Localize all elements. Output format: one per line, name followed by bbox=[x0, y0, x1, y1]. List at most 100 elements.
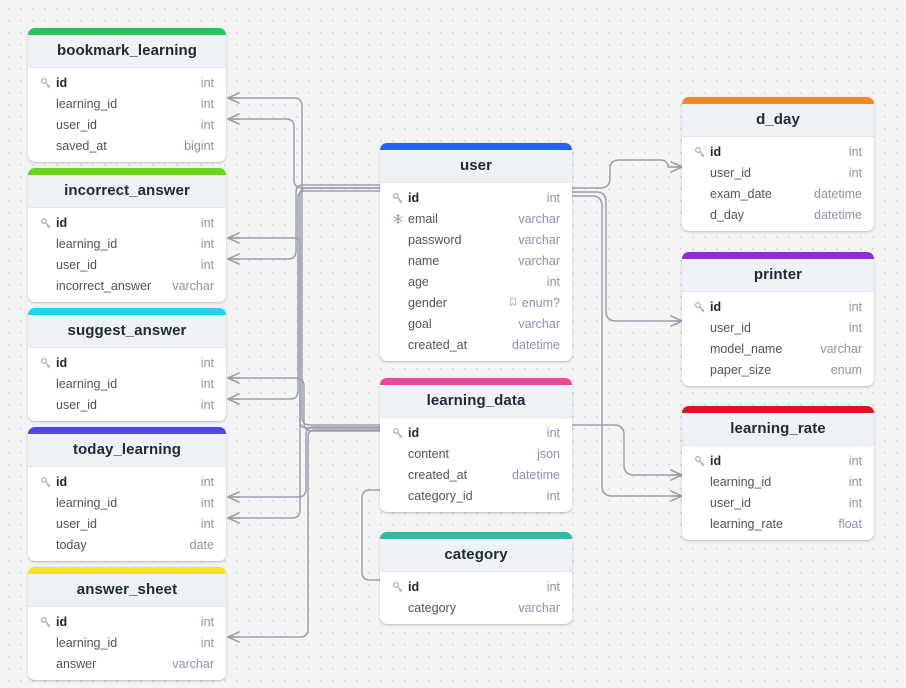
column-icon-none bbox=[391, 254, 404, 267]
table-title[interactable]: incorrect_answer bbox=[28, 175, 226, 208]
column-name: learning_id bbox=[710, 474, 772, 489]
table-accent-bar bbox=[682, 97, 874, 104]
column-type-wrap: datetime bbox=[512, 468, 560, 482]
column-icon-none bbox=[693, 166, 706, 179]
column-icon-none bbox=[39, 496, 52, 509]
column-type-wrap: int bbox=[547, 426, 560, 440]
table-title[interactable]: today_learning bbox=[28, 434, 226, 467]
column-type-wrap: int bbox=[547, 191, 560, 205]
column-type: varchar bbox=[518, 253, 560, 268]
column-name: incorrect_answer bbox=[56, 278, 152, 293]
column-type: int bbox=[200, 614, 214, 629]
key-icon bbox=[391, 580, 404, 593]
table-title[interactable]: d_day bbox=[682, 104, 874, 137]
column-type-wrap: varchar bbox=[518, 317, 560, 331]
table-title[interactable]: learning_data bbox=[380, 385, 572, 418]
column-type-wrap: int bbox=[849, 321, 862, 335]
table-title[interactable]: category bbox=[380, 539, 572, 572]
column-icon-none bbox=[39, 657, 52, 670]
column-name: learning_id bbox=[56, 96, 118, 111]
column-type: int bbox=[200, 257, 214, 272]
column-icon-none bbox=[693, 342, 706, 355]
column-type: int bbox=[200, 635, 214, 650]
table-title[interactable]: suggest_answer bbox=[28, 315, 226, 348]
table-title[interactable]: bookmark_learning bbox=[28, 35, 226, 68]
table-title[interactable]: printer bbox=[682, 259, 874, 292]
column-type-wrap: varchar bbox=[518, 254, 560, 268]
column-row[interactable]: answer varchar bbox=[28, 653, 226, 674]
column-type-wrap: json bbox=[537, 447, 560, 461]
column-icon-none bbox=[391, 275, 404, 288]
column-type: int bbox=[200, 117, 214, 132]
column-type: int bbox=[848, 299, 862, 314]
column-type: int bbox=[200, 397, 214, 412]
table-title[interactable]: answer_sheet bbox=[28, 574, 226, 607]
column-name: email bbox=[408, 211, 438, 226]
key-icon bbox=[39, 76, 52, 89]
column-name: user_id bbox=[56, 516, 97, 531]
column-type: int bbox=[848, 474, 862, 489]
column-row[interactable]: learning_id int bbox=[682, 471, 874, 492]
table-title[interactable]: learning_rate bbox=[682, 413, 874, 446]
column-type: enum bbox=[830, 362, 862, 377]
table-title[interactable]: user bbox=[380, 150, 572, 183]
column-name: answer bbox=[56, 656, 97, 671]
column-type-wrap: varchar bbox=[172, 657, 214, 671]
table-accent-bar bbox=[682, 252, 874, 259]
